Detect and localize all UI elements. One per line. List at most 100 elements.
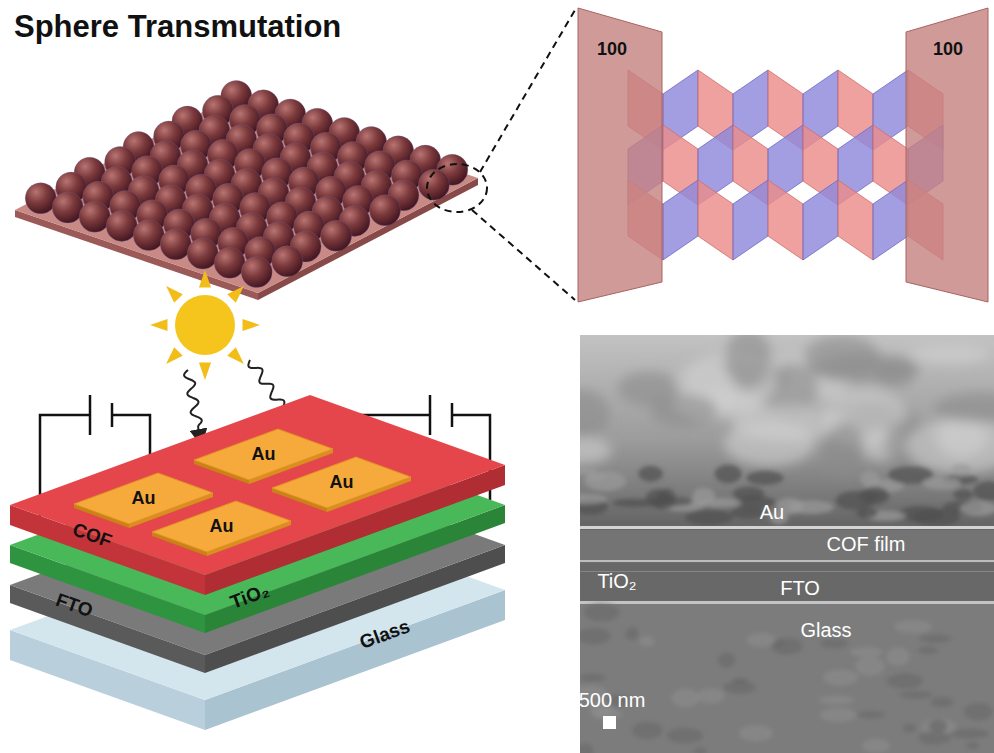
scale-label: 500 nm — [579, 689, 646, 711]
sem-grain — [898, 506, 943, 522]
cof-sphere — [241, 257, 272, 288]
sphere-array — [25, 81, 468, 288]
sem-grain — [950, 729, 989, 739]
crystal-plane-label: 100 — [933, 40, 963, 60]
crystal-plane-label: 100 — [597, 40, 627, 60]
cof-sphere — [160, 229, 191, 260]
pore-wall — [803, 180, 838, 260]
layer-face — [74, 473, 213, 524]
light-ray — [184, 370, 202, 438]
sem-grain — [856, 711, 885, 718]
sem-grain — [923, 476, 961, 489]
sem-blur-spot — [823, 423, 865, 479]
cof-sphere — [214, 247, 245, 278]
pore-wall — [663, 180, 698, 260]
cof-sphere — [25, 183, 56, 214]
sem-grain — [718, 653, 736, 668]
gold-electrode-label: Au — [330, 473, 354, 493]
layer-face — [906, 8, 988, 302]
sem-grain — [850, 647, 882, 658]
sem-blur-spot — [725, 335, 771, 388]
cof-sphere — [272, 246, 303, 277]
sem-grain — [723, 681, 756, 694]
sun-symbol — [150, 270, 260, 380]
gold-electrode-label: Au — [252, 445, 276, 465]
battery-plate — [111, 403, 114, 427]
sem-grain — [715, 465, 742, 484]
sem-label: FTO — [780, 577, 820, 599]
sem-layer — [580, 571, 994, 572]
sem-label: COF film — [827, 533, 906, 555]
sun-ray — [243, 319, 260, 331]
sem-layer — [580, 604, 994, 753]
sem-label: Glass — [800, 619, 851, 641]
sem-grain — [823, 669, 858, 685]
sem-grain — [903, 723, 916, 732]
sem-blur — [580, 335, 994, 479]
sem-grain — [860, 471, 880, 487]
cof-sphere — [106, 210, 137, 241]
sem-grain — [953, 489, 973, 500]
sem-grain — [966, 742, 980, 749]
layer-face — [152, 501, 291, 552]
sem-grain — [580, 494, 607, 504]
battery-plate — [89, 395, 92, 435]
sem-grain — [667, 728, 703, 743]
sem-blur-spot — [580, 389, 610, 439]
sem-grain — [625, 627, 638, 640]
cof-layer: COFAuAuAuAu — [10, 395, 505, 595]
sem-layer — [580, 530, 994, 560]
sem-blur-spot — [809, 354, 920, 383]
sem-grain — [733, 486, 765, 501]
sem-grain — [639, 636, 654, 647]
cof-sphere — [321, 220, 352, 251]
sem-layer — [580, 560, 994, 562]
sem-grain — [856, 508, 878, 519]
sem-layer — [580, 526, 994, 529]
sun-ray — [199, 363, 211, 380]
pore-wall — [733, 180, 768, 260]
sem-grain — [929, 719, 947, 733]
sem-grain — [694, 748, 707, 753]
sem-grain — [918, 647, 938, 655]
gold-electrode-label: Au — [210, 517, 234, 537]
pore-wall — [873, 180, 908, 260]
sem-grain — [580, 674, 606, 682]
battery-plate — [429, 395, 432, 435]
sem-grain — [580, 466, 596, 475]
sem-grain — [771, 638, 803, 655]
sem-grain — [739, 725, 773, 741]
sem-grain — [859, 486, 889, 504]
sem-grain — [820, 708, 857, 722]
sem-grain — [638, 466, 663, 482]
sun-ray — [199, 270, 211, 287]
sem-label: Au — [760, 501, 784, 523]
sem-grain — [964, 703, 993, 720]
pore-wall — [838, 180, 873, 260]
sem-grain — [894, 620, 932, 633]
sem-blur-spot — [580, 436, 612, 464]
sem-grain — [931, 697, 954, 708]
sem-blur-spot — [650, 394, 718, 427]
sem-label: TiO₂ — [597, 570, 636, 592]
sun-disc — [175, 295, 235, 355]
cof-layer-shape — [10, 395, 505, 595]
sem-grain — [951, 464, 971, 477]
gold-electrode-label: Au — [132, 489, 156, 509]
sem-blur-spot — [911, 344, 990, 364]
sem-grain — [746, 471, 783, 485]
layer-face — [10, 520, 505, 700]
sem-grain — [672, 688, 699, 707]
sem-grain — [862, 739, 889, 753]
sem-grain — [685, 510, 733, 526]
substrate-plane — [15, 95, 478, 300]
sem-grain — [855, 657, 884, 677]
sem-grain — [747, 633, 776, 647]
sem-grain — [646, 489, 669, 508]
cof-sphere — [133, 220, 164, 251]
zoom-line — [480, 10, 575, 172]
sem-grain — [819, 695, 854, 704]
sem-layer — [580, 563, 994, 601]
sem-grain — [900, 691, 933, 699]
